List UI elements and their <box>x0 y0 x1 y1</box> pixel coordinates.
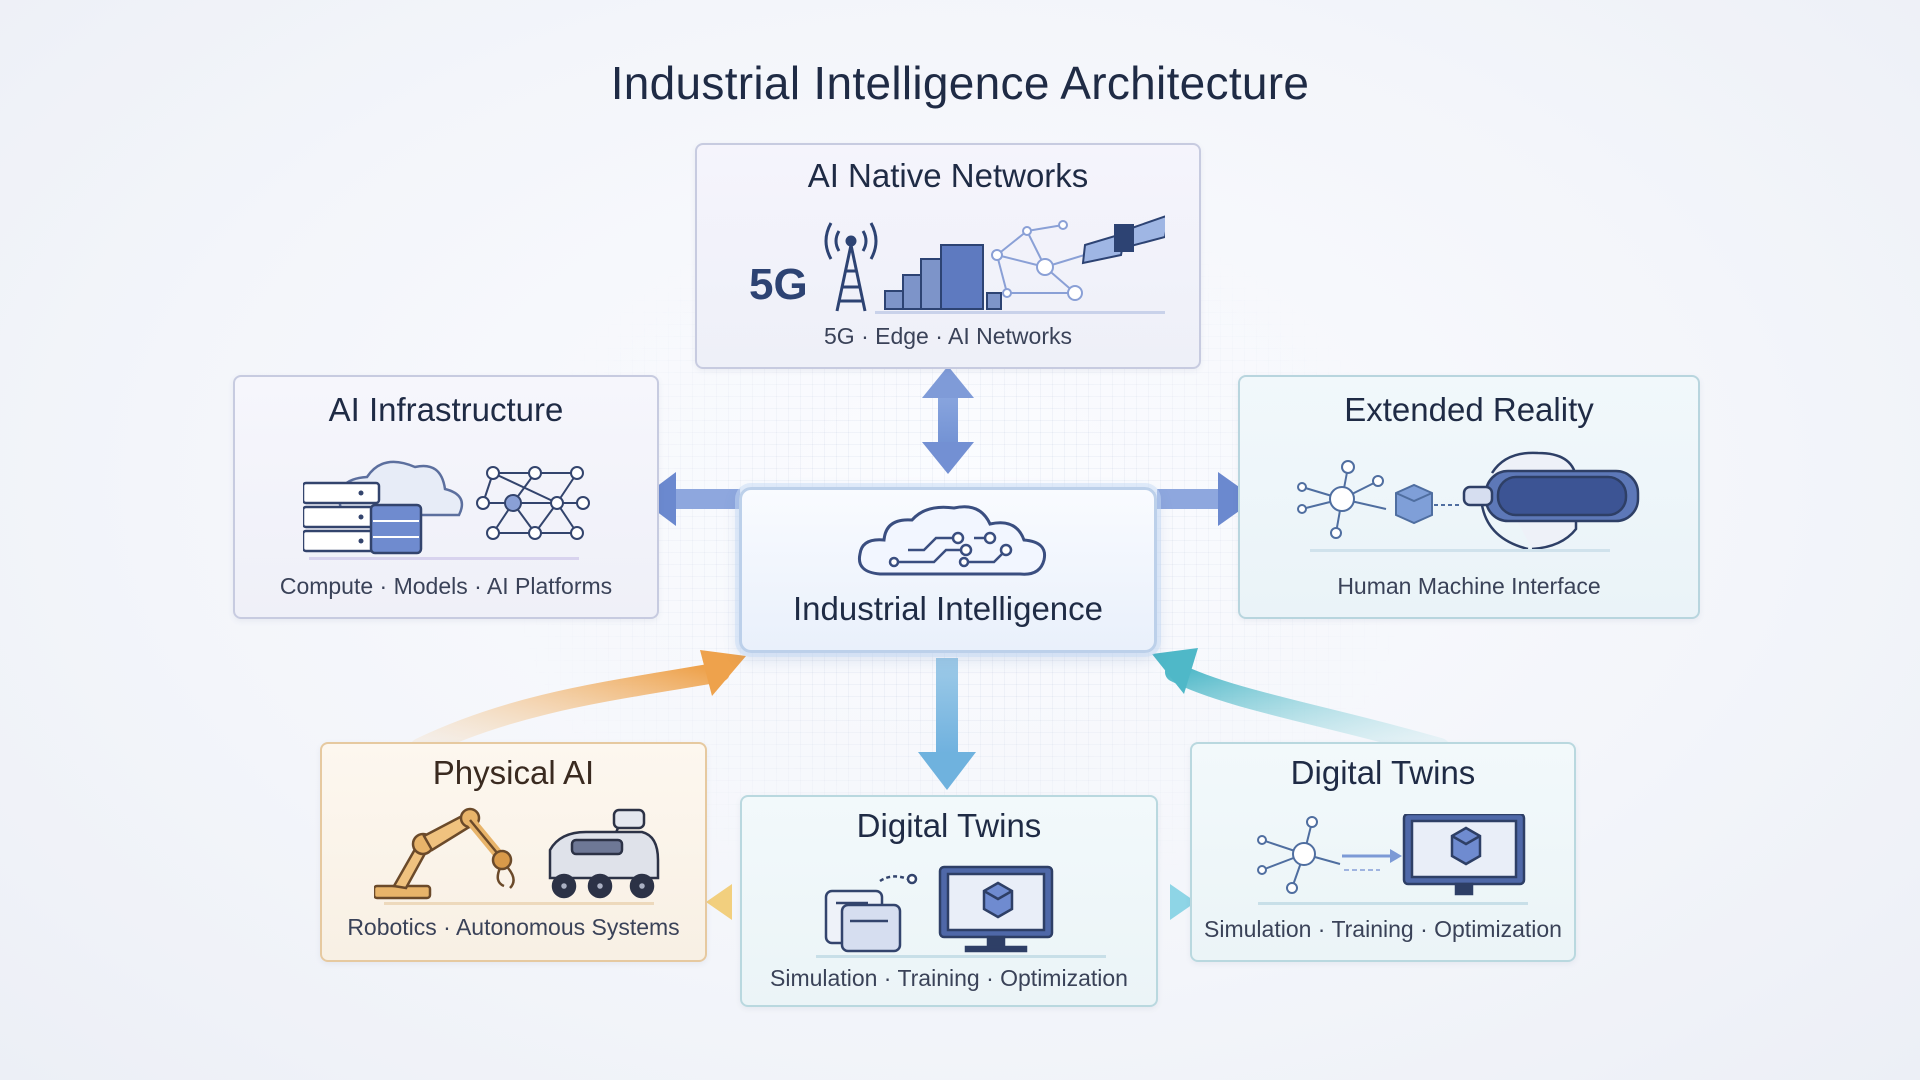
circuit-cloud-icon <box>857 505 1047 576</box>
link-arrow-left <box>706 884 732 920</box>
node-graph-icon <box>1257 816 1402 894</box>
node-title: AI Native Networks <box>807 157 1089 194</box>
diagram-title: Industrial Intelligence Architecture <box>610 57 1310 109</box>
node-title: Physical AI <box>432 754 595 791</box>
xr-illustration <box>1297 451 1640 552</box>
node-ai-infrastructure: AI Infrastructure Compute · Models · AI … <box>233 375 659 619</box>
neural-network-icon <box>476 466 590 540</box>
link-arrow-right <box>1170 884 1196 920</box>
connector-networks-center <box>922 366 974 474</box>
node-title: AI Infrastructure <box>328 391 564 428</box>
node-title: Digital Twins <box>1290 754 1476 791</box>
node-title: Extended Reality <box>1344 391 1594 428</box>
node-subtitle: 5G · Edge · AI Networks <box>824 323 1072 349</box>
node-subtitle: Simulation · Training · Optimization <box>770 965 1128 991</box>
node-cube-icon <box>1297 460 1462 539</box>
connector-center-twins <box>918 658 976 790</box>
node-digital-twins-center: Digital Twins Simulation · Training · Op… <box>740 795 1158 1007</box>
connector-twins-center <box>1152 648 1450 758</box>
network-graph-icon <box>991 220 1096 301</box>
document-stack-icon <box>824 873 918 953</box>
cell-tower-icon <box>824 222 878 312</box>
node-digital-twins-right: Digital Twins Simulation · Training · Op… <box>1190 742 1576 962</box>
networks-illustration: 5G <box>749 215 1165 314</box>
node-ai-native-networks: AI Native Networks 5G 5G <box>695 143 1201 369</box>
infrastructure-illustration <box>303 460 590 560</box>
server-rack-icon <box>884 244 1002 310</box>
satellite-icon <box>1081 215 1165 265</box>
vr-headset-icon <box>1462 451 1640 551</box>
monitor-cube-icon <box>938 865 1054 953</box>
node-title: Digital Twins <box>856 807 1042 844</box>
twins-center-illustration <box>816 865 1106 958</box>
center-title: Industrial Intelligence <box>792 590 1104 627</box>
server-cloud-icon <box>303 460 464 555</box>
connector-center-xr <box>1157 472 1256 526</box>
monitor-cube-icon <box>1402 814 1526 896</box>
node-subtitle: Compute · Models · AI Platforms <box>279 573 613 599</box>
node-subtitle: Robotics · Autonomous Systems <box>347 914 680 940</box>
robot-arm-icon <box>374 807 515 900</box>
5g-badge: 5G <box>749 260 808 309</box>
physical-illustration <box>374 807 660 905</box>
connector-physical-center <box>410 650 746 758</box>
autonomous-vehicle-icon <box>548 808 660 899</box>
node-extended-reality: Extended Reality Human Machine Interface <box>1238 375 1700 619</box>
node-subtitle: Human Machine Interface <box>1337 573 1601 599</box>
node-physical-ai: Physical AI Robotics · Autonomous System… <box>320 742 707 962</box>
node-subtitle: Simulation · Training · Optimization <box>1204 916 1562 942</box>
node-industrial-intelligence: Industrial Intelligence <box>739 487 1157 653</box>
twins-right-illustration <box>1257 814 1528 905</box>
